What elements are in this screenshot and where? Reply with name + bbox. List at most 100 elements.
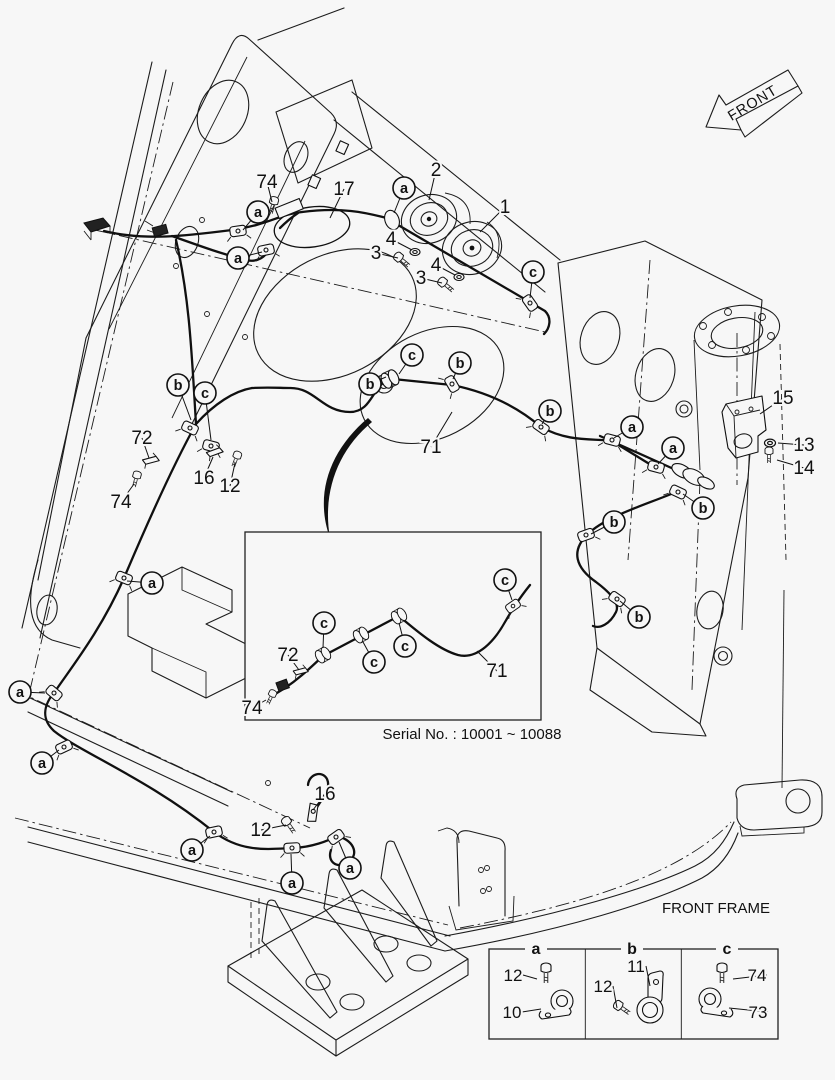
callout-leader (312, 793, 326, 811)
callout-label-14: 14 (793, 458, 815, 479)
legend-cell-letter-a: a (532, 941, 541, 958)
callout-label-2: 2 (431, 160, 442, 181)
callout-label-71: 71 (420, 437, 441, 458)
callout-leader (329, 188, 345, 219)
callout-label-72: 72 (131, 428, 152, 449)
callout-leader (229, 462, 236, 487)
callout-leader (776, 459, 805, 469)
marker-letter-b: b (610, 515, 619, 531)
callout-leader (287, 654, 300, 671)
callout-leader (428, 169, 437, 201)
legend-letter-bg (716, 941, 738, 956)
marker-circle-a (392, 176, 416, 200)
marker-letter-a: a (669, 441, 678, 457)
legend-part-leader (645, 965, 651, 987)
callout-leader (120, 483, 135, 503)
serial-note: Serial No. : 10001 ~ 10088 (383, 726, 562, 743)
callout-leader (759, 397, 784, 415)
detail-swoosh (323, 418, 372, 538)
callout-leader (141, 437, 150, 459)
marker-circle-a (30, 751, 54, 775)
clamp (322, 825, 352, 852)
callout-label-4: 4 (431, 255, 442, 276)
clip-72 (140, 451, 161, 470)
callout-label-17: 17 (333, 179, 354, 200)
marker-letter-a: a (628, 420, 637, 436)
marker-circle-a (180, 838, 204, 862)
clamp (515, 289, 542, 319)
marker-letter-a: a (254, 205, 263, 221)
marker-circle-a (620, 415, 644, 439)
legend-part-leader (612, 985, 618, 1009)
callout-label-71: 71 (486, 661, 507, 682)
marker-circle-b (602, 510, 626, 534)
marker-circle-b (358, 372, 382, 396)
legend-part-leader (522, 974, 538, 980)
bolt-12 (279, 814, 299, 836)
marker-circle-a (246, 200, 270, 224)
legend-part-label-73: 73 (749, 1003, 768, 1022)
callout-label-16: 16 (314, 784, 335, 805)
marker-letter-c: c (370, 655, 378, 671)
marker-circle-a (338, 856, 362, 880)
bolt-12 (229, 449, 243, 469)
callout-leader (260, 824, 287, 831)
harness-loop-17 (273, 205, 351, 249)
marker-letter-a: a (148, 576, 157, 592)
clamp (662, 481, 692, 506)
callout-leader (435, 264, 456, 276)
marker-circle-c (521, 260, 545, 284)
wiring-harness (38, 192, 715, 867)
callout-label-12: 12 (219, 476, 240, 497)
inset-detail-box: Serial No. : 10001 ~ 10088 (244, 531, 562, 743)
callout-label-13: 13 (793, 435, 814, 456)
callout-label-1: 1 (500, 197, 511, 218)
callout-label-15: 15 (772, 388, 793, 409)
marker-circle-c (400, 343, 424, 367)
marker-letter-a: a (188, 843, 197, 859)
callout-leader (430, 411, 453, 448)
marker-circle-c (193, 381, 217, 405)
marker-circle-a (8, 680, 32, 704)
marker-letter-c: c (401, 639, 409, 655)
marker-circle-c (312, 611, 336, 635)
marker-letter-c: c (408, 348, 416, 364)
marker-letter-b: b (635, 610, 644, 626)
callout-label-16: 16 (193, 468, 214, 489)
legend-part-leader (521, 1008, 542, 1013)
marker-circle-b (166, 373, 190, 397)
marker-circle-a (280, 871, 304, 895)
nut-13 (763, 438, 777, 448)
marker-circle-a (661, 436, 685, 460)
marker-letter-a: a (234, 251, 243, 267)
callout-leader (375, 252, 399, 259)
legend-part-label-12: 12 (594, 977, 613, 996)
clamp (50, 736, 80, 761)
marker-circle-c (362, 650, 386, 674)
callout-leader (479, 206, 506, 233)
clamp (108, 568, 138, 592)
marker-letter-c: c (501, 573, 509, 589)
marker-circle-c (393, 634, 417, 658)
bracket-icon (636, 970, 664, 1024)
legend-letter-bg (525, 941, 547, 956)
bolt-3 (391, 250, 413, 270)
marker-letter-a: a (346, 861, 355, 877)
marker-letter-a: a (16, 685, 25, 701)
legend-part-leader (728, 1007, 769, 1013)
marker-circle-c (493, 568, 517, 592)
marker-letter-c: c (529, 265, 537, 281)
callout-leader (251, 699, 267, 709)
marker-circle-b (627, 605, 651, 629)
callout-label-3: 3 (416, 268, 427, 289)
legend-part-label-11: 11 (627, 957, 645, 976)
callout-label-74: 74 (110, 492, 132, 513)
bolt-74 (129, 469, 143, 489)
legend-box (488, 948, 779, 1040)
callout-label-72: 72 (277, 645, 298, 666)
marker-letter-b: b (699, 501, 708, 517)
marker-letter-c: c (320, 616, 328, 632)
